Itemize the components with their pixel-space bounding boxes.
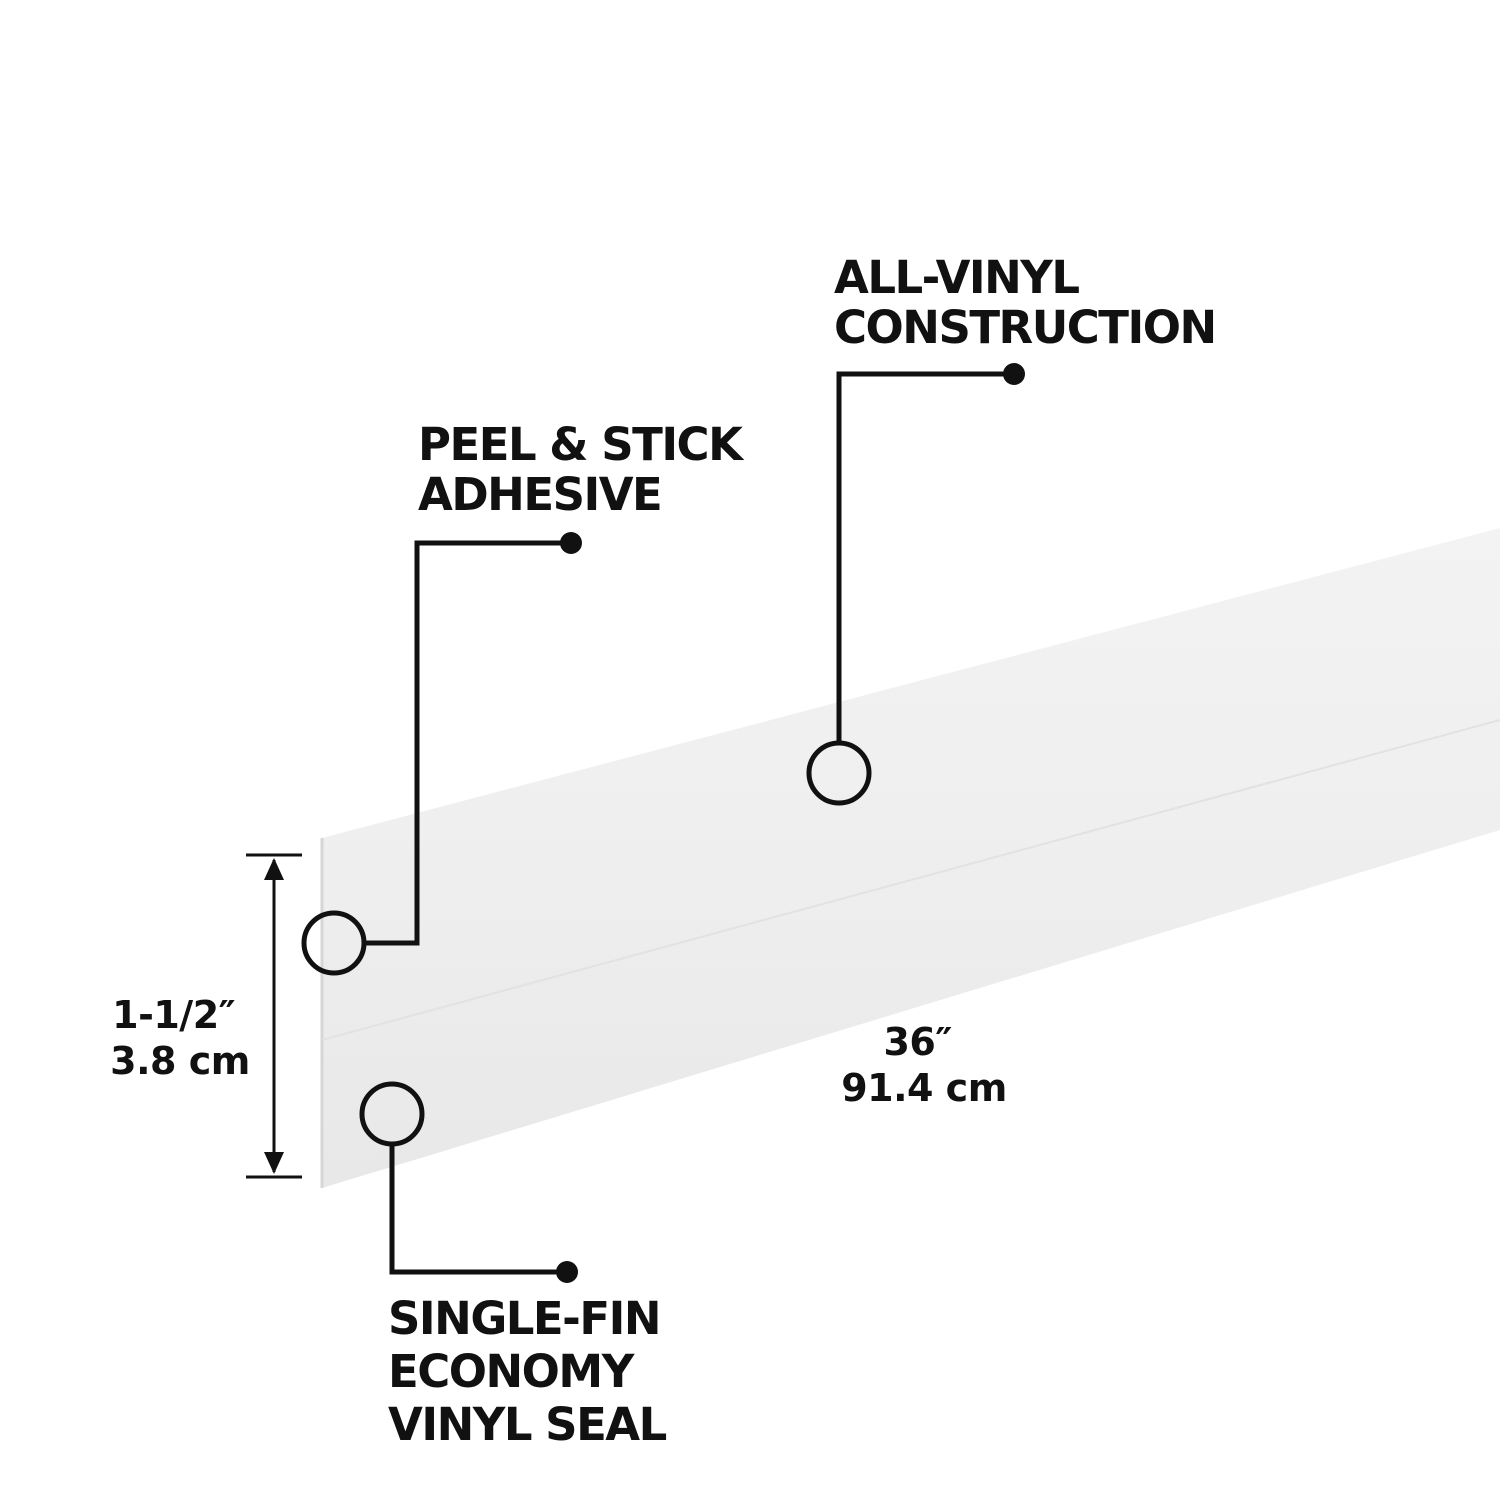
leader-dot-icon [556,1261,578,1283]
callout-single-fin-leader [359,1081,578,1283]
marker-ring-icon [806,740,872,806]
arrow-down-icon [264,1152,284,1174]
arrow-up-icon [264,858,284,880]
callout-peel-stick-leader [301,532,582,976]
marker-ring-icon [301,910,367,976]
leader-dot-icon [1003,363,1025,385]
marker-ring-icon [359,1081,425,1147]
callout-all-vinyl-leader [806,363,1025,806]
length-dimension-label: 36″ 91.4 cm [841,1020,1007,1110]
vinyl-strip [322,528,1500,1188]
fin-crease [321,719,1500,1041]
callout-peel-stick-label: PEEL & STICK ADHESIVE [418,418,756,521]
callout-all-vinyl-label: ALL-VINYL CONSTRUCTION [834,251,1216,354]
callout-single-fin-label: SINGLE-FIN ECONOMY VINYL SEAL [388,1292,674,1451]
height-dimension-marker [246,853,302,1179]
height-dimension-label: 1-1/2″ 3.8 cm [110,993,250,1083]
leader-dot-icon [560,532,582,554]
